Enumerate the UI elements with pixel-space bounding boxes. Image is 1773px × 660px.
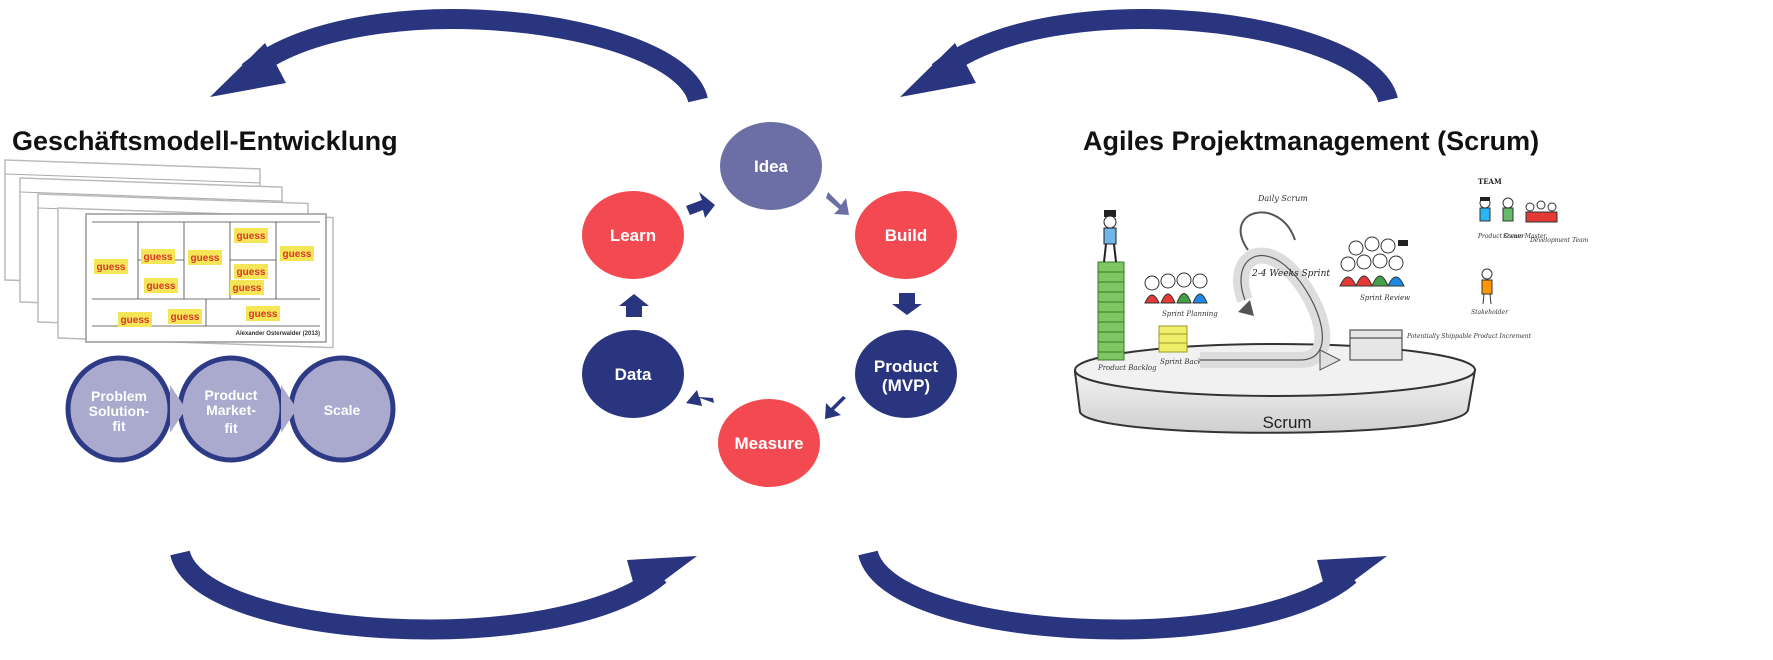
idea-node — [720, 122, 822, 210]
scrum-label: Scrum — [1262, 413, 1311, 432]
sprint-review-group — [1339, 236, 1408, 287]
loop-arrow-bottom-left — [170, 549, 697, 640]
stakeholder-figure — [1481, 268, 1493, 305]
svg-text:guess: guess — [191, 253, 220, 264]
svg-text:Market-: Market- — [206, 402, 256, 418]
lean-cycle: Idea Build Product (MVP) Measure Data Le… — [582, 122, 957, 487]
product-mvp-label: (MVP) — [882, 376, 930, 395]
arrow-head-icon — [900, 43, 976, 97]
cycle-arrow-icon — [892, 293, 922, 315]
sprint-backlog-label: Sprint Backlog — [1160, 358, 1213, 366]
data-label: Data — [615, 365, 652, 384]
svg-text:guess: guess — [97, 262, 126, 273]
svg-text:guess: guess — [237, 267, 266, 278]
sticky-notes: guess guess guess guess guess guess gues… — [94, 228, 314, 327]
svg-text:guess: guess — [171, 312, 200, 323]
right-section-title: Agiles Projektmanagement (Scrum) — [1083, 126, 1540, 156]
svg-text:fit: fit — [112, 418, 126, 434]
product-owner-figure — [1103, 210, 1117, 263]
svg-text:guess: guess — [249, 309, 278, 320]
sprint-review-label: Sprint Review — [1360, 294, 1410, 302]
arrow-head-icon — [627, 556, 697, 600]
sprint-planning-group — [1144, 272, 1208, 304]
business-model-canvas-stack: guess guess guess guess guess guess gues… — [4, 159, 334, 349]
data-node — [582, 330, 684, 418]
team-figures — [1479, 197, 1558, 223]
svg-text:fit: fit — [224, 420, 238, 436]
learn-node — [582, 191, 684, 279]
cycle-arrow-icon — [686, 390, 714, 406]
build-node — [855, 191, 957, 279]
increment-label: Potentially Shippable Product Increment — [1406, 333, 1532, 340]
left-section-title: Geschäftsmodell-Entwicklung — [12, 126, 398, 156]
svg-text:guess: guess — [121, 315, 150, 326]
svg-text:Solution-: Solution- — [89, 403, 150, 419]
sprint-planning-label: Sprint Planning — [1162, 310, 1218, 318]
sprint-label: 2-4 Weeks Sprint — [1251, 269, 1330, 279]
stakeholder-label: Stakeholder — [1471, 309, 1509, 316]
cycle-arrow-icon — [826, 192, 849, 215]
daily-scrum-label: Daily Scrum — [1257, 194, 1308, 203]
svg-text:guess: guess — [283, 249, 312, 260]
svg-text:Product: Product — [205, 387, 258, 403]
canvas-author: Alexander Osterwalder (2013) — [236, 331, 320, 337]
team-label: TEAM — [1478, 177, 1502, 186]
idea-label: Idea — [754, 157, 789, 176]
cycle-arrow-icon — [686, 192, 715, 218]
product-owner-label: Product Owner — [1477, 233, 1525, 240]
svg-text:guess: guess — [144, 252, 173, 263]
loop-arrow-top-left — [210, 9, 708, 104]
measure-label: Measure — [735, 434, 804, 453]
dev-team-label: Development Team — [1529, 237, 1589, 244]
svg-text:Scale: Scale — [324, 402, 361, 418]
svg-text:guess: guess — [237, 231, 266, 242]
scrum-illustration: Scrum Product Backlog Sprint Backlog — [1073, 177, 1589, 434]
arrow-head-icon — [210, 43, 286, 97]
product-backlog-label: Product Backlog — [1097, 364, 1157, 372]
loop-arrow-top-right — [900, 9, 1398, 104]
measure-node — [718, 399, 820, 487]
product-label: Product — [874, 357, 939, 376]
learn-label: Learn — [610, 226, 656, 245]
arrow-head-icon — [1317, 556, 1387, 600]
scrum-master-label: Scrum Master — [1503, 233, 1548, 240]
product-node — [855, 330, 957, 418]
svg-text:guess: guess — [147, 281, 176, 292]
build-label: Build — [885, 226, 928, 245]
svg-text:guess: guess — [233, 283, 262, 294]
svg-text:Problem: Problem — [91, 388, 147, 404]
loop-arrow-bottom-right — [858, 549, 1387, 640]
cycle-arrow-icon — [619, 294, 649, 317]
cycle-arrow-icon — [825, 396, 846, 419]
stage-sequence: Problem Solution- fit Product Market- fi… — [65, 355, 396, 463]
